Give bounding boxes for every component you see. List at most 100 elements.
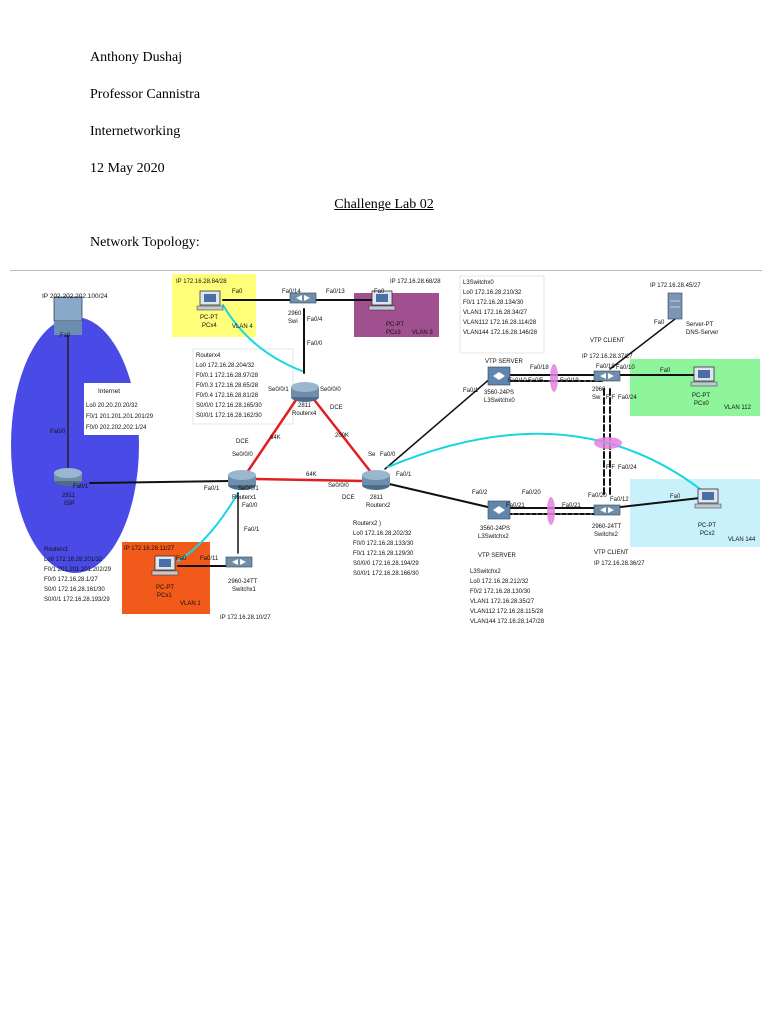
l3x0-title: L3Switchx0 (463, 280, 494, 286)
pcx2-fa0: Fa0 (670, 494, 681, 500)
internet-cloud (11, 317, 139, 573)
document-date: 12 May 2020 (90, 161, 165, 176)
pcx0-fa0: Fa0 (660, 368, 671, 374)
routerx1-se0: Se0/0/0 (232, 452, 253, 458)
switch2-vtp: VTP CLIENT (594, 550, 629, 556)
switch4-icon[interactable] (289, 292, 317, 304)
pcx2-label2: PCx2 (700, 531, 715, 537)
course-name: Internetworking (90, 124, 181, 139)
pcx3-icon[interactable] (368, 290, 396, 311)
l3switchx0-icon[interactable] (487, 366, 511, 386)
internet-line-3: F0/0 202.202.202.1/24 (86, 425, 147, 431)
pcx1-label2: PCx1 (157, 593, 172, 599)
vlan1-zone (122, 542, 210, 614)
l3x0-line-4: VLAN112 172.16.28.114/28 (463, 320, 537, 326)
switch0-p24b: Fa0/24 (618, 465, 637, 471)
routerx1-name: Routerx1 (232, 495, 257, 501)
l3x2-title: L3Switchx2 (470, 569, 501, 575)
professor-name: Professor Cannistra (90, 87, 201, 102)
isp-name: ISP (64, 500, 74, 507)
switch4-p0: Fa0/0 (307, 341, 323, 347)
switch0-vtp: VTP CLIENT (590, 338, 625, 344)
l3x0-line-2: F0/1 172.16.28.134/30 (463, 300, 524, 306)
routerx2-dce: DCE (342, 495, 355, 501)
routerx4-dce: DCE (330, 405, 343, 411)
l3x0-p18: Fa0/18 (530, 365, 549, 371)
vlan144-zone (630, 479, 760, 547)
l3x2-name: L3Switchx2 (478, 534, 509, 540)
l3x2-p21: Fa0/21 (506, 503, 525, 509)
pcx3-vlan: VLAN 3 (412, 330, 433, 336)
pcx0-label2: PCx0 (694, 401, 709, 407)
pcx1-icon[interactable] (151, 555, 179, 576)
internet-title: Internet (98, 388, 120, 395)
l3x0-line-1: Lo0 172.16.28.210/32 (463, 290, 522, 296)
routerx4-title: Routerx4 (196, 353, 221, 359)
switch4-p4: Fa0/4 (307, 317, 323, 323)
internet-line-2: F0/1 201.201.201.201/29 (86, 414, 154, 420)
switch4-p13: Fa0/13 (326, 289, 345, 295)
isp-router-icon[interactable] (54, 468, 82, 486)
l3x0-line-5: VLAN144 172.16.28.146/28 (463, 330, 538, 336)
routerx1-dce: DCE (236, 439, 249, 445)
etherchannel-l3x2 (547, 497, 555, 525)
switch1-icon[interactable] (225, 556, 253, 568)
routerx4-se1: Se0/0/1 (268, 387, 289, 393)
pcx1-p11: Fa0/11 (200, 556, 219, 562)
routerx2-se: Se (368, 452, 376, 458)
pcx4-icon[interactable] (196, 290, 224, 311)
switch2-ip: IP 172.16.28.36/27 (594, 561, 645, 567)
routerx2-line-4: S0/0/0 172.16.28.194/29 (353, 561, 419, 567)
routerx4-icon[interactable] (291, 382, 319, 402)
switch0-p19a: Fa0/19 (560, 378, 579, 384)
routerx4-line-3: F0/0.3 172.16.28.65/28 (196, 383, 259, 389)
dns-server-icon[interactable] (667, 292, 683, 320)
routerx2-fa1: Fa0/1 (396, 472, 412, 478)
routerx2-fa0: Fa0/0 (380, 452, 396, 458)
pcx0-icon[interactable] (690, 366, 718, 387)
routerx4-line-4: F0/0.4 172.16.28.81/28 (196, 393, 259, 399)
routerx1-icon[interactable] (228, 470, 256, 490)
etherchannel-switch0-2 (594, 437, 622, 449)
routerx2-title: Routerx2 ) (353, 521, 381, 527)
switch0-ip: IP 172.16.28.37/27 (582, 354, 633, 360)
l3x0-p10: Fa0/10 (508, 378, 527, 384)
pcx4-vlan: VLAN 4 (232, 324, 253, 330)
vlan4-zone (172, 274, 256, 337)
routerx1-fa0: Fa0/0 (242, 503, 258, 509)
switch2-name: Switchx2 (594, 532, 619, 538)
serial-x1-x2 (253, 477, 366, 483)
serial-x4-x1 (246, 395, 300, 473)
switch0-ff2: F F (606, 465, 615, 471)
pcx4-label2: PCx4 (202, 323, 217, 329)
isp-dns-server-icon[interactable] (53, 296, 83, 335)
routerx2-line-2: F0/0 172.16.28.133/30 (353, 541, 414, 547)
l3x0-line-3: VLAN1 172.16.28.34/27 (463, 310, 528, 316)
switch2-p12: Fa0/12 (610, 497, 629, 503)
l3x0-model: 3560-24PS (484, 390, 514, 396)
isp-dns-fa0: Fa0 (60, 333, 71, 339)
routerx1-title: Routerx1 (44, 547, 69, 553)
routerx2-line-1: Lo0 172.16.28.202/32 (353, 531, 412, 537)
console-pcx4-routerx4 (222, 304, 303, 372)
internet-info-box (84, 383, 164, 435)
switch2-icon[interactable] (593, 504, 621, 516)
routerx4-line-5: S0/0/0 172.16.28.165/30 (196, 403, 262, 409)
console-routerx2-pcx2 (387, 432, 701, 490)
routerx1-line-5: S0/0/1 172.16.28.193/29 (44, 597, 110, 603)
switch1-ip: IP 172.16.28.10/27 (220, 615, 271, 621)
switch0-icon[interactable] (593, 370, 621, 382)
routerx4-line-6: S0/0/1 172.16.28.162/30 (196, 413, 262, 419)
routerx2-model: 2811 (370, 495, 384, 501)
switch0-model: 2960 (592, 387, 606, 393)
pcx2-icon[interactable] (694, 488, 722, 509)
l3x2-line-4: VLAN112 172.16.28.115/28 (470, 609, 544, 615)
routerx2-icon[interactable] (362, 470, 390, 490)
isp-model: 2811 (62, 493, 76, 499)
link-routerx2-l3x0 (384, 376, 493, 470)
l3x0-vtp: VTP SERVER (485, 359, 523, 365)
pcx3-fa0: Fa0 (374, 289, 385, 295)
link-isp-routerx1 (89, 480, 231, 484)
l3switchx2-icon[interactable] (487, 500, 511, 520)
routerx2-se0: Se0/0/0 (328, 483, 349, 489)
